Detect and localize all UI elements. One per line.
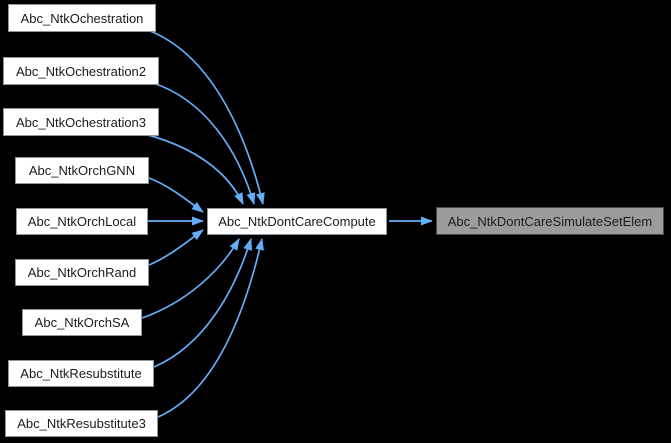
node-label: Abc_NtkDontCareSimulateSetElem — [447, 213, 653, 229]
node-abc-ntkochestration[interactable]: Abc_NtkOchestration — [8, 4, 156, 32]
node-abc-ntkochestration2[interactable]: Abc_NtkOchestration2 — [3, 57, 159, 85]
node-label: Abc_NtkOrchLocal — [27, 214, 137, 229]
node-abc-ntkresubstitute[interactable]: Abc_NtkResubstitute — [8, 360, 154, 387]
edge-resubstitute-to-compute — [153, 238, 252, 368]
edge-orchrand-to-compute — [148, 229, 204, 266]
node-abc-ntkresubstitute3[interactable]: Abc_NtkResubstitute3 — [5, 410, 158, 437]
node-label: Abc_NtkDontCareCompute — [218, 214, 376, 229]
edge-ochestration2-to-compute — [152, 82, 256, 205]
edge-orchsa-to-compute — [141, 238, 240, 319]
edge-ochestration3-to-compute — [147, 134, 244, 205]
node-label: Abc_NtkOchestration2 — [15, 63, 147, 79]
edge-ochestration-to-compute — [149, 30, 265, 205]
node-abc-ntkochestration3[interactable]: Abc_NtkOchestration3 — [3, 108, 159, 136]
node-abc-ntkdontcarecompute[interactable]: Abc_NtkDontCareCompute — [207, 208, 387, 235]
node-abc-ntkdontcaresimulatesetelem[interactable]: Abc_NtkDontCareSimulateSetElem — [436, 207, 664, 235]
node-label: Abc_NtkResubstitute3 — [17, 416, 146, 431]
node-label: Abc_NtkOrchRand — [27, 265, 137, 280]
node-label: Abc_NtkOrchSA — [34, 315, 130, 330]
edge-resubstitute3-to-compute — [157, 238, 264, 418]
node-abc-ntkorchlocal[interactable]: Abc_NtkOrchLocal — [16, 208, 148, 235]
node-abc-ntkorchgnn[interactable]: Abc_NtkOrchGNN — [15, 157, 149, 184]
node-label: Abc_NtkOchestration3 — [15, 114, 147, 130]
node-label: Abc_NtkOchestration — [20, 10, 144, 26]
node-label: Abc_NtkResubstitute — [20, 366, 142, 381]
node-abc-ntkorchrand[interactable]: Abc_NtkOrchRand — [15, 259, 149, 286]
node-abc-ntkorchsa[interactable]: Abc_NtkOrchSA — [22, 309, 142, 336]
edge-orchgnn-to-compute — [148, 177, 204, 213]
node-label: Abc_NtkOrchGNN — [28, 163, 136, 178]
